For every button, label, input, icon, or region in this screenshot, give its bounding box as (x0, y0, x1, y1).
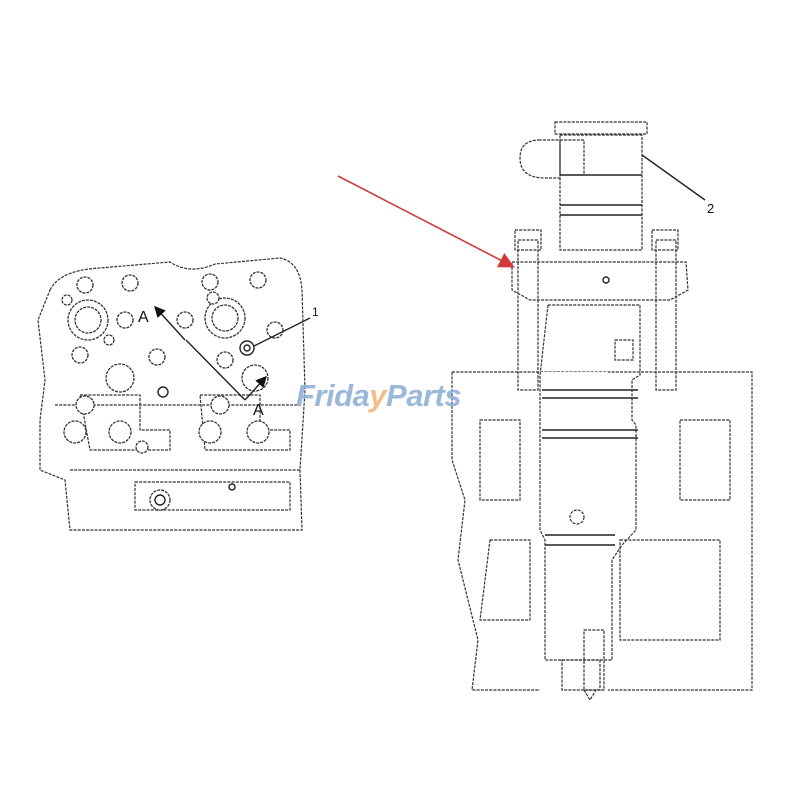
watermark-check: y (369, 378, 387, 413)
section-label-a-bottom: A (253, 402, 264, 419)
callout-label-2: 2 (707, 201, 714, 216)
section-label-a-top: A (138, 309, 149, 326)
callout-label-1: 1 (312, 305, 319, 319)
injector-cross-section (451, 121, 753, 702)
pointer-arrow (337, 175, 515, 268)
watermark-logo: FridayParts (296, 378, 462, 414)
watermark-text-2: Parts (386, 378, 462, 413)
cylinder-head-top-view (37, 257, 311, 531)
watermark-text-1: Frida (296, 378, 370, 413)
